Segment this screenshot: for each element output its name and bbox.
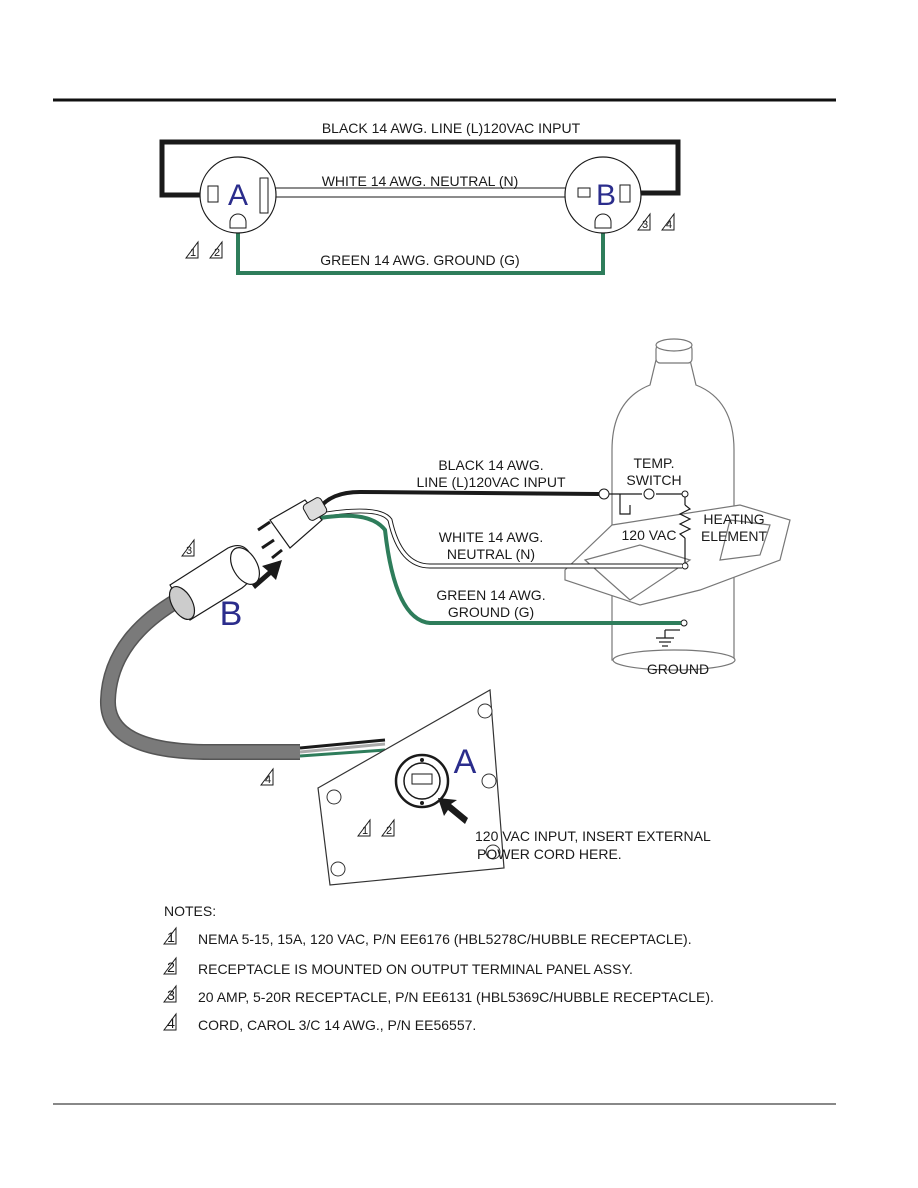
input-note-line-1: 120 VAC INPUT, INSERT EXTERNAL [475, 828, 711, 844]
connector-a-neutral-pin [259, 177, 269, 214]
pictorial-white-wire [319, 509, 682, 568]
cord-black-lead [299, 738, 386, 750]
svg-text:3: 3 [167, 987, 175, 1003]
schematic: A B BLACK 14 AWG. LINE (L)120VAC INPUT W… [159, 120, 681, 275]
svg-text:2: 2 [214, 247, 220, 259]
note-item-2: 2 RECEPTACLE IS MOUNTED ON OUTPUT TERMIN… [163, 956, 633, 977]
connector-b-ground-pin [594, 213, 612, 229]
ref-triangle-panel-1: 1 [357, 818, 371, 837]
cord-white-lead [299, 742, 386, 754]
ref-triangle-cord-4: 4 [260, 767, 274, 786]
cord-connector-b [168, 545, 261, 621]
pictorial-white-label-1: WHITE 14 AWG. [439, 529, 544, 545]
ref-triangle-panel-2: 2 [381, 818, 395, 837]
heating-element-label-2: ELEMENT [701, 528, 768, 544]
green-wire [236, 228, 605, 275]
connector-a-letter: A [228, 179, 248, 212]
ref-triangle-a1: 1 [185, 240, 199, 259]
heater-circuit [609, 493, 692, 647]
connector-a-circle [199, 156, 277, 234]
input-note-line-2: POWER CORD HERE. [477, 846, 622, 862]
line-terminal [598, 488, 610, 500]
pictorial-green-wire [319, 513, 681, 625]
svg-text:1: 1 [362, 825, 368, 837]
connector-b-neutral-pin [577, 187, 591, 198]
pictorial: BLACK 14 AWG. LINE (L)120VAC INPUT WHITE… [100, 338, 791, 886]
ref-triangle-plug-3: 3 [181, 538, 195, 557]
plug-letter-b: B [220, 595, 243, 633]
connector-b-letter: B [596, 179, 616, 212]
svg-text:3: 3 [186, 545, 192, 557]
pictorial-green-label-2: GROUND (G) [448, 604, 534, 620]
svg-text:3: 3 [642, 219, 648, 231]
pictorial-black-wire [316, 489, 600, 512]
schematic-black-label: BLACK 14 AWG. LINE (L)120VAC INPUT [322, 120, 581, 136]
svg-text:1: 1 [190, 247, 196, 259]
pictorial-white-label-2: NEUTRAL (N) [447, 546, 535, 562]
note-text-1: NEMA 5-15, 15A, 120 VAC, P/N EE6176 (HBL… [198, 931, 692, 947]
svg-text:4: 4 [666, 219, 672, 231]
connector-b-circle [564, 156, 642, 234]
schematic-white-label: WHITE 14 AWG. NEUTRAL (N) [322, 173, 519, 189]
note-text-4: CORD, CAROL 3/C 14 AWG., P/N EE56557. [198, 1017, 476, 1033]
pictorial-green-label-1: GREEN 14 AWG. [436, 587, 545, 603]
power-cord [101, 594, 300, 759]
plug-insert-arrow [252, 560, 282, 589]
voltage-label: 120 VAC [622, 527, 677, 543]
note-item-3: 3 20 AMP, 5-20R RECEPTACLE, P/N EE6131 (… [163, 984, 714, 1005]
power-plug [257, 497, 328, 560]
heating-element-label-1: HEATING [703, 511, 764, 527]
ref-triangle-a2: 2 [209, 240, 223, 259]
svg-text:4: 4 [265, 774, 271, 786]
heater-top-terminal [681, 490, 689, 498]
connector-b-line-pin [619, 184, 631, 203]
temp-switch-label-1: TEMP. [634, 455, 675, 471]
black-wire [159, 139, 681, 198]
receptacle-insert-arrow [438, 798, 468, 824]
temp-switch-terminal [643, 488, 655, 500]
svg-text:4: 4 [167, 1015, 175, 1031]
temp-switch-label-2: SWITCH [626, 472, 681, 488]
connector-a-ground-pin [229, 213, 247, 229]
cord-green-lead [299, 748, 386, 758]
ground-terminal [680, 619, 688, 627]
heater-tank [564, 338, 791, 671]
power-cord-outline [100, 593, 300, 760]
pictorial-black-label-2: LINE (L)120VAC INPUT [416, 474, 566, 490]
ref-triangle-b3: 3 [637, 212, 651, 231]
svg-text:1: 1 [167, 929, 175, 945]
note-text-3: 20 AMP, 5-20R RECEPTACLE, P/N EE6131 (HB… [198, 989, 714, 1005]
svg-text:2: 2 [167, 959, 175, 975]
notes-section: NOTES: 1 NEMA 5-15, 15A, 120 VAC, P/N EE… [163, 903, 714, 1033]
pictorial-black-label-1: BLACK 14 AWG. [438, 457, 543, 473]
ref-triangle-b4: 4 [661, 212, 675, 231]
receptacle-letter-a: A [454, 743, 477, 781]
note-text-2: RECEPTACLE IS MOUNTED ON OUTPUT TERMINAL… [198, 961, 633, 977]
neutral-terminal [681, 562, 689, 570]
notes-heading: NOTES: [164, 903, 216, 919]
schematic-green-label: GREEN 14 AWG. GROUND (G) [320, 252, 519, 268]
svg-text:2: 2 [386, 825, 392, 837]
note-item-4: 4 CORD, CAROL 3/C 14 AWG., P/N EE56557. [163, 1012, 476, 1033]
connector-a-line-pin [207, 185, 219, 203]
ground-label: GROUND [647, 661, 709, 677]
note-item-1: 1 NEMA 5-15, 15A, 120 VAC, P/N EE6176 (H… [163, 926, 692, 947]
